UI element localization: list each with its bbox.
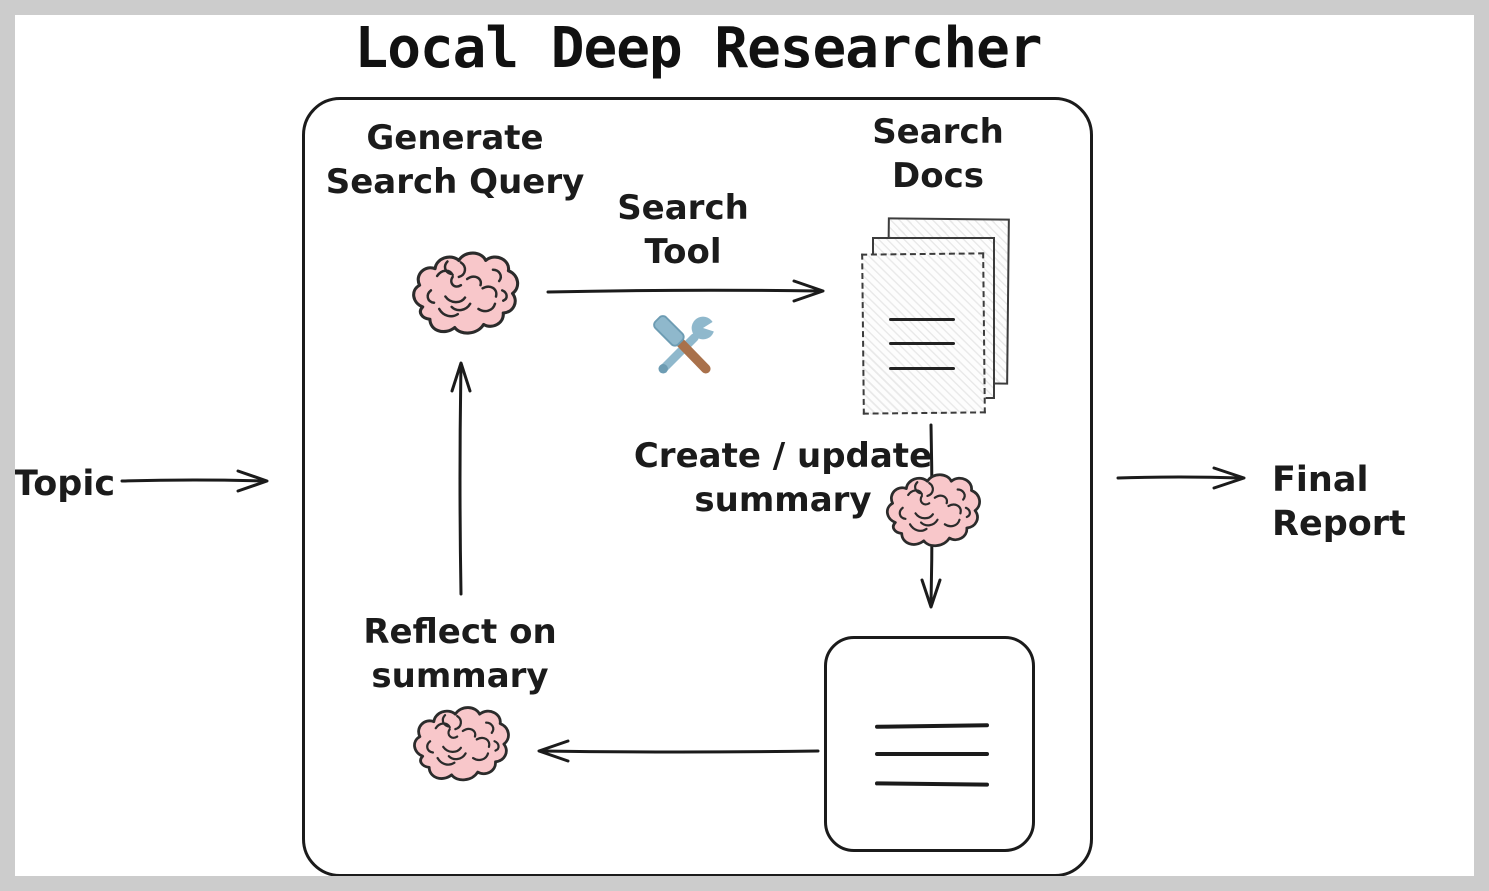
arrow-box-to-final-report — [1116, 466, 1246, 490]
page-title: Local Deep Researcher — [354, 16, 1042, 81]
researcher-loop-container — [302, 97, 1093, 877]
document-front — [861, 252, 986, 415]
documents-stack-icon — [855, 210, 1020, 422]
document-text-line — [889, 342, 955, 345]
note-text-line — [875, 752, 989, 756]
search-docs-label: Search Docs — [848, 110, 1028, 198]
create-update-summary-label: Create / update summary — [628, 434, 938, 522]
document-text-line — [889, 318, 955, 321]
arrow-generate-to-docs — [546, 279, 825, 303]
reflect-on-summary-label: Reflect on summary — [340, 610, 580, 698]
hammer-wrench-icon — [653, 315, 721, 374]
document-text-line — [889, 367, 955, 370]
search-docs-line1: Search — [872, 112, 1004, 152]
arrow-topic-to-box — [120, 469, 269, 493]
note-lines-icon — [824, 636, 1035, 852]
brain-icon — [885, 473, 981, 548]
search-tool-line1: Search — [617, 188, 749, 228]
note-text-line — [874, 781, 990, 787]
reflect-line2: summary — [371, 656, 549, 696]
search-tool-line2: Tool — [644, 232, 722, 272]
generate-line1: Generate — [366, 118, 544, 158]
arrow-note-to-reflect — [537, 739, 820, 763]
note-text-line — [874, 723, 990, 729]
topic-label: Topic — [14, 464, 116, 504]
create-update-line1: Create / update — [633, 436, 933, 476]
final-report-label: Final Report — [1272, 460, 1406, 544]
arrow-reflect-to-generate — [450, 361, 472, 596]
reflect-line1: Reflect on — [363, 612, 557, 652]
generate-search-query-label: Generate Search Query — [300, 116, 610, 204]
search-tool-label: Search Tool — [593, 186, 773, 274]
search-docs-line2: Docs — [892, 156, 984, 196]
brain-icon — [413, 706, 510, 782]
brain-icon — [412, 251, 520, 335]
create-update-line2: summary — [694, 480, 872, 520]
generate-line2: Search Query — [325, 162, 585, 202]
